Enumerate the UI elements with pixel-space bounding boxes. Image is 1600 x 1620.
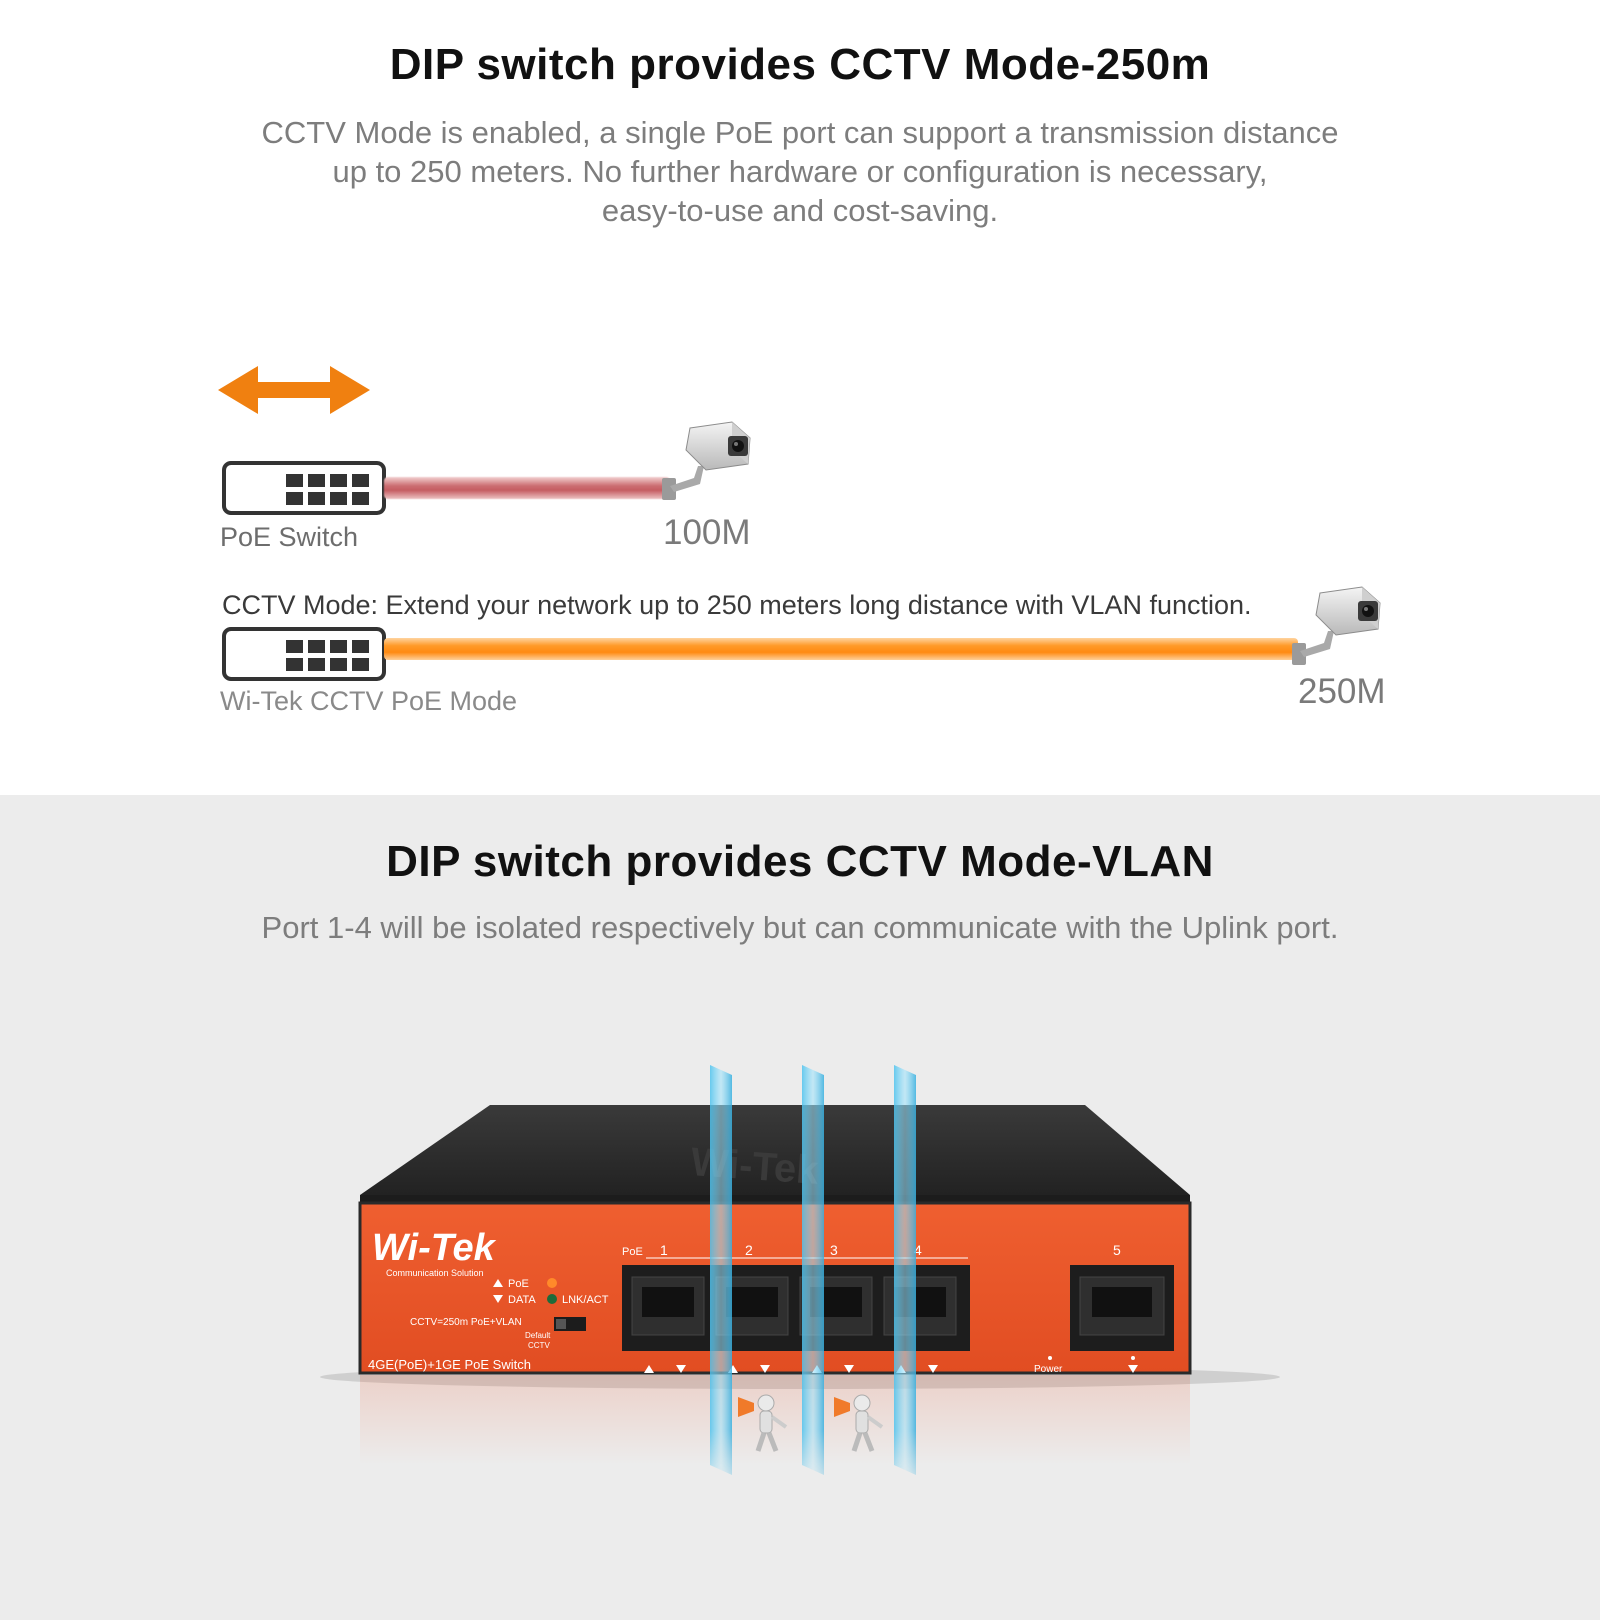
svg-text:5: 5 xyxy=(1113,1242,1121,1258)
svg-text:DATA: DATA xyxy=(508,1294,536,1306)
svg-text:Default: Default xyxy=(525,1331,551,1340)
svg-text:CCTV: CCTV xyxy=(528,1341,550,1350)
section-cctv-vlan: DIP switch provides CCTV Mode-VLAN Port … xyxy=(0,795,1600,1620)
cctv-camera-icon xyxy=(1292,586,1381,665)
svg-text:PoE: PoE xyxy=(622,1246,643,1258)
svg-text:4: 4 xyxy=(914,1242,922,1258)
svg-text:2: 2 xyxy=(745,1242,753,1258)
section-vlan-title: DIP switch provides CCTV Mode-VLAN xyxy=(386,837,1214,886)
poe-switch-icon xyxy=(222,461,386,515)
brand-logo: Wi-Tek xyxy=(372,1227,497,1269)
svg-text:Communication Solution: Communication Solution xyxy=(386,1268,484,1278)
cable-250m xyxy=(384,638,1298,660)
witek-cctv-label: Wi-Tek CCTV PoE Mode xyxy=(220,686,518,716)
svg-text:3: 3 xyxy=(830,1242,838,1258)
distance-100m-label: 100M xyxy=(663,513,751,552)
poe-switch-label: PoE Switch xyxy=(220,522,359,552)
person-megaphone-icon xyxy=(834,1394,884,1452)
svg-text:1: 1 xyxy=(660,1242,668,1258)
section-250m-description: CCTV Mode is enabled, a single PoE port … xyxy=(200,113,1400,230)
svg-text:CCTV=250m PoE+VLAN: CCTV=250m PoE+VLAN xyxy=(410,1317,522,1328)
cctv-mode-caption: CCTV Mode: Extend your network up to 250… xyxy=(222,590,1252,620)
cable-100m xyxy=(384,477,670,499)
double-arrow-icon xyxy=(218,366,370,414)
description-line-2: up to 250 meters. No further hardware or… xyxy=(332,154,1268,189)
description-line-3: easy-to-use and cost-saving. xyxy=(601,193,999,228)
poe-switch-device: Wi-Tek Wi-Tek Communication Solution PoE… xyxy=(320,1105,1280,1465)
vlan-isolation-panels xyxy=(710,1065,916,1475)
svg-text:LNK/ACT: LNK/ACT xyxy=(562,1294,609,1306)
cctv-camera-icon xyxy=(662,421,751,500)
distance-250m-label: 250M xyxy=(1298,672,1386,711)
witek-switch-icon xyxy=(222,627,386,681)
svg-text:Power: Power xyxy=(1034,1364,1063,1375)
svg-text:4GE(PoE)+1GE PoE Switch: 4GE(PoE)+1GE PoE Switch xyxy=(368,1357,531,1372)
description-line-1: CCTV Mode is enabled, a single PoE port … xyxy=(261,115,1339,150)
section-vlan-description: Port 1-4 will be isolated respectively b… xyxy=(261,910,1339,945)
section-cctv-250m: DIP switch provides CCTV Mode-250m CCTV … xyxy=(0,0,1600,795)
person-megaphone-icon xyxy=(738,1394,788,1452)
section-250m-title: DIP switch provides CCTV Mode-250m xyxy=(389,40,1211,89)
svg-text:PoE: PoE xyxy=(508,1278,529,1290)
